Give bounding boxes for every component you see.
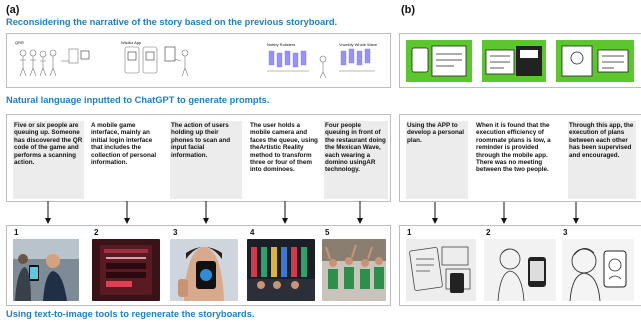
generated-strip-a: 1 2 3 4 5 [6, 225, 391, 306]
prompt-box-b: Using the APP to develop a personal plan… [399, 114, 641, 202]
sketch-1: QRR [11, 37, 97, 83]
sketch-caption: Nobby Rollsters [267, 42, 296, 47]
generated-image-4 [247, 239, 315, 301]
sketch-3-drawing [267, 48, 375, 79]
sketch-b-1 [406, 40, 472, 82]
arrows-layer [45, 201, 579, 224]
prompt-a-5: Four people queuing in front of the rest… [324, 121, 388, 199]
frame-number: 1 [14, 228, 19, 237]
sketch-caption: QRR [15, 40, 24, 45]
sketch-caption: WizAlz App [121, 40, 142, 45]
prompt-a-1: Five or six people are queuing up. Someo… [13, 121, 84, 199]
heading-natural-language: Natural language inputted to ChatGPT to … [6, 95, 270, 105]
generated-image-b-2 [484, 239, 556, 301]
generated-image-2 [92, 239, 160, 301]
prompt-box-a: Five or six people are queuing up. Someo… [6, 114, 391, 202]
prompt-a-4: The user holds a mobile camera and faces… [250, 122, 318, 174]
panel-a-label: (a) [6, 4, 20, 16]
sketch-caption: Vrumbly Whole Wave [339, 42, 378, 47]
old-storyboard-strip-b [399, 33, 641, 88]
frame-number: 3 [173, 228, 178, 237]
frame-number: 1 [407, 228, 412, 237]
prompt-b-3: Through this app, the execution of plans… [568, 121, 636, 199]
panel-b-label: (b) [401, 4, 416, 16]
heading-reconsider: Reconsidering the narrative of the story… [6, 17, 338, 27]
prompt-b-2: When it is found that the execution effi… [476, 122, 551, 174]
sketch-b-3 [556, 40, 634, 82]
frame-number: 5 [325, 228, 330, 237]
sketch-1-drawing [19, 48, 90, 77]
generated-image-b-3 [562, 239, 634, 301]
sketch-3-4: Nobby Rollsters Vrumbly Whole Wave [223, 37, 383, 83]
frame-number: 4 [250, 228, 255, 237]
frame-number: 2 [94, 228, 99, 237]
frame-number: 3 [563, 228, 568, 237]
sketch-2-drawing [124, 46, 189, 77]
generated-strip-b: 1 2 3 [399, 225, 641, 306]
prompt-a-2: A mobile game interface, mainly an initi… [91, 122, 157, 167]
old-storyboard-strip: QRR WizAlz App Nobby Rollsters Vrumbly W… [6, 33, 391, 88]
generated-image-1 [13, 239, 79, 301]
generated-image-5 [322, 239, 386, 301]
sketch-2: WizAlz App [119, 37, 199, 83]
heading-text-to-image: Using text-to-image tools to regenerate … [6, 309, 255, 319]
sketch-b-2 [482, 40, 546, 82]
frame-number: 2 [486, 228, 491, 237]
generated-image-b-1 [406, 239, 476, 301]
prompt-a-3: The action of users holding up their pho… [170, 121, 242, 199]
prompt-b-1: Using the APP to develop a personal plan… [406, 121, 468, 199]
generated-image-3 [170, 239, 238, 301]
